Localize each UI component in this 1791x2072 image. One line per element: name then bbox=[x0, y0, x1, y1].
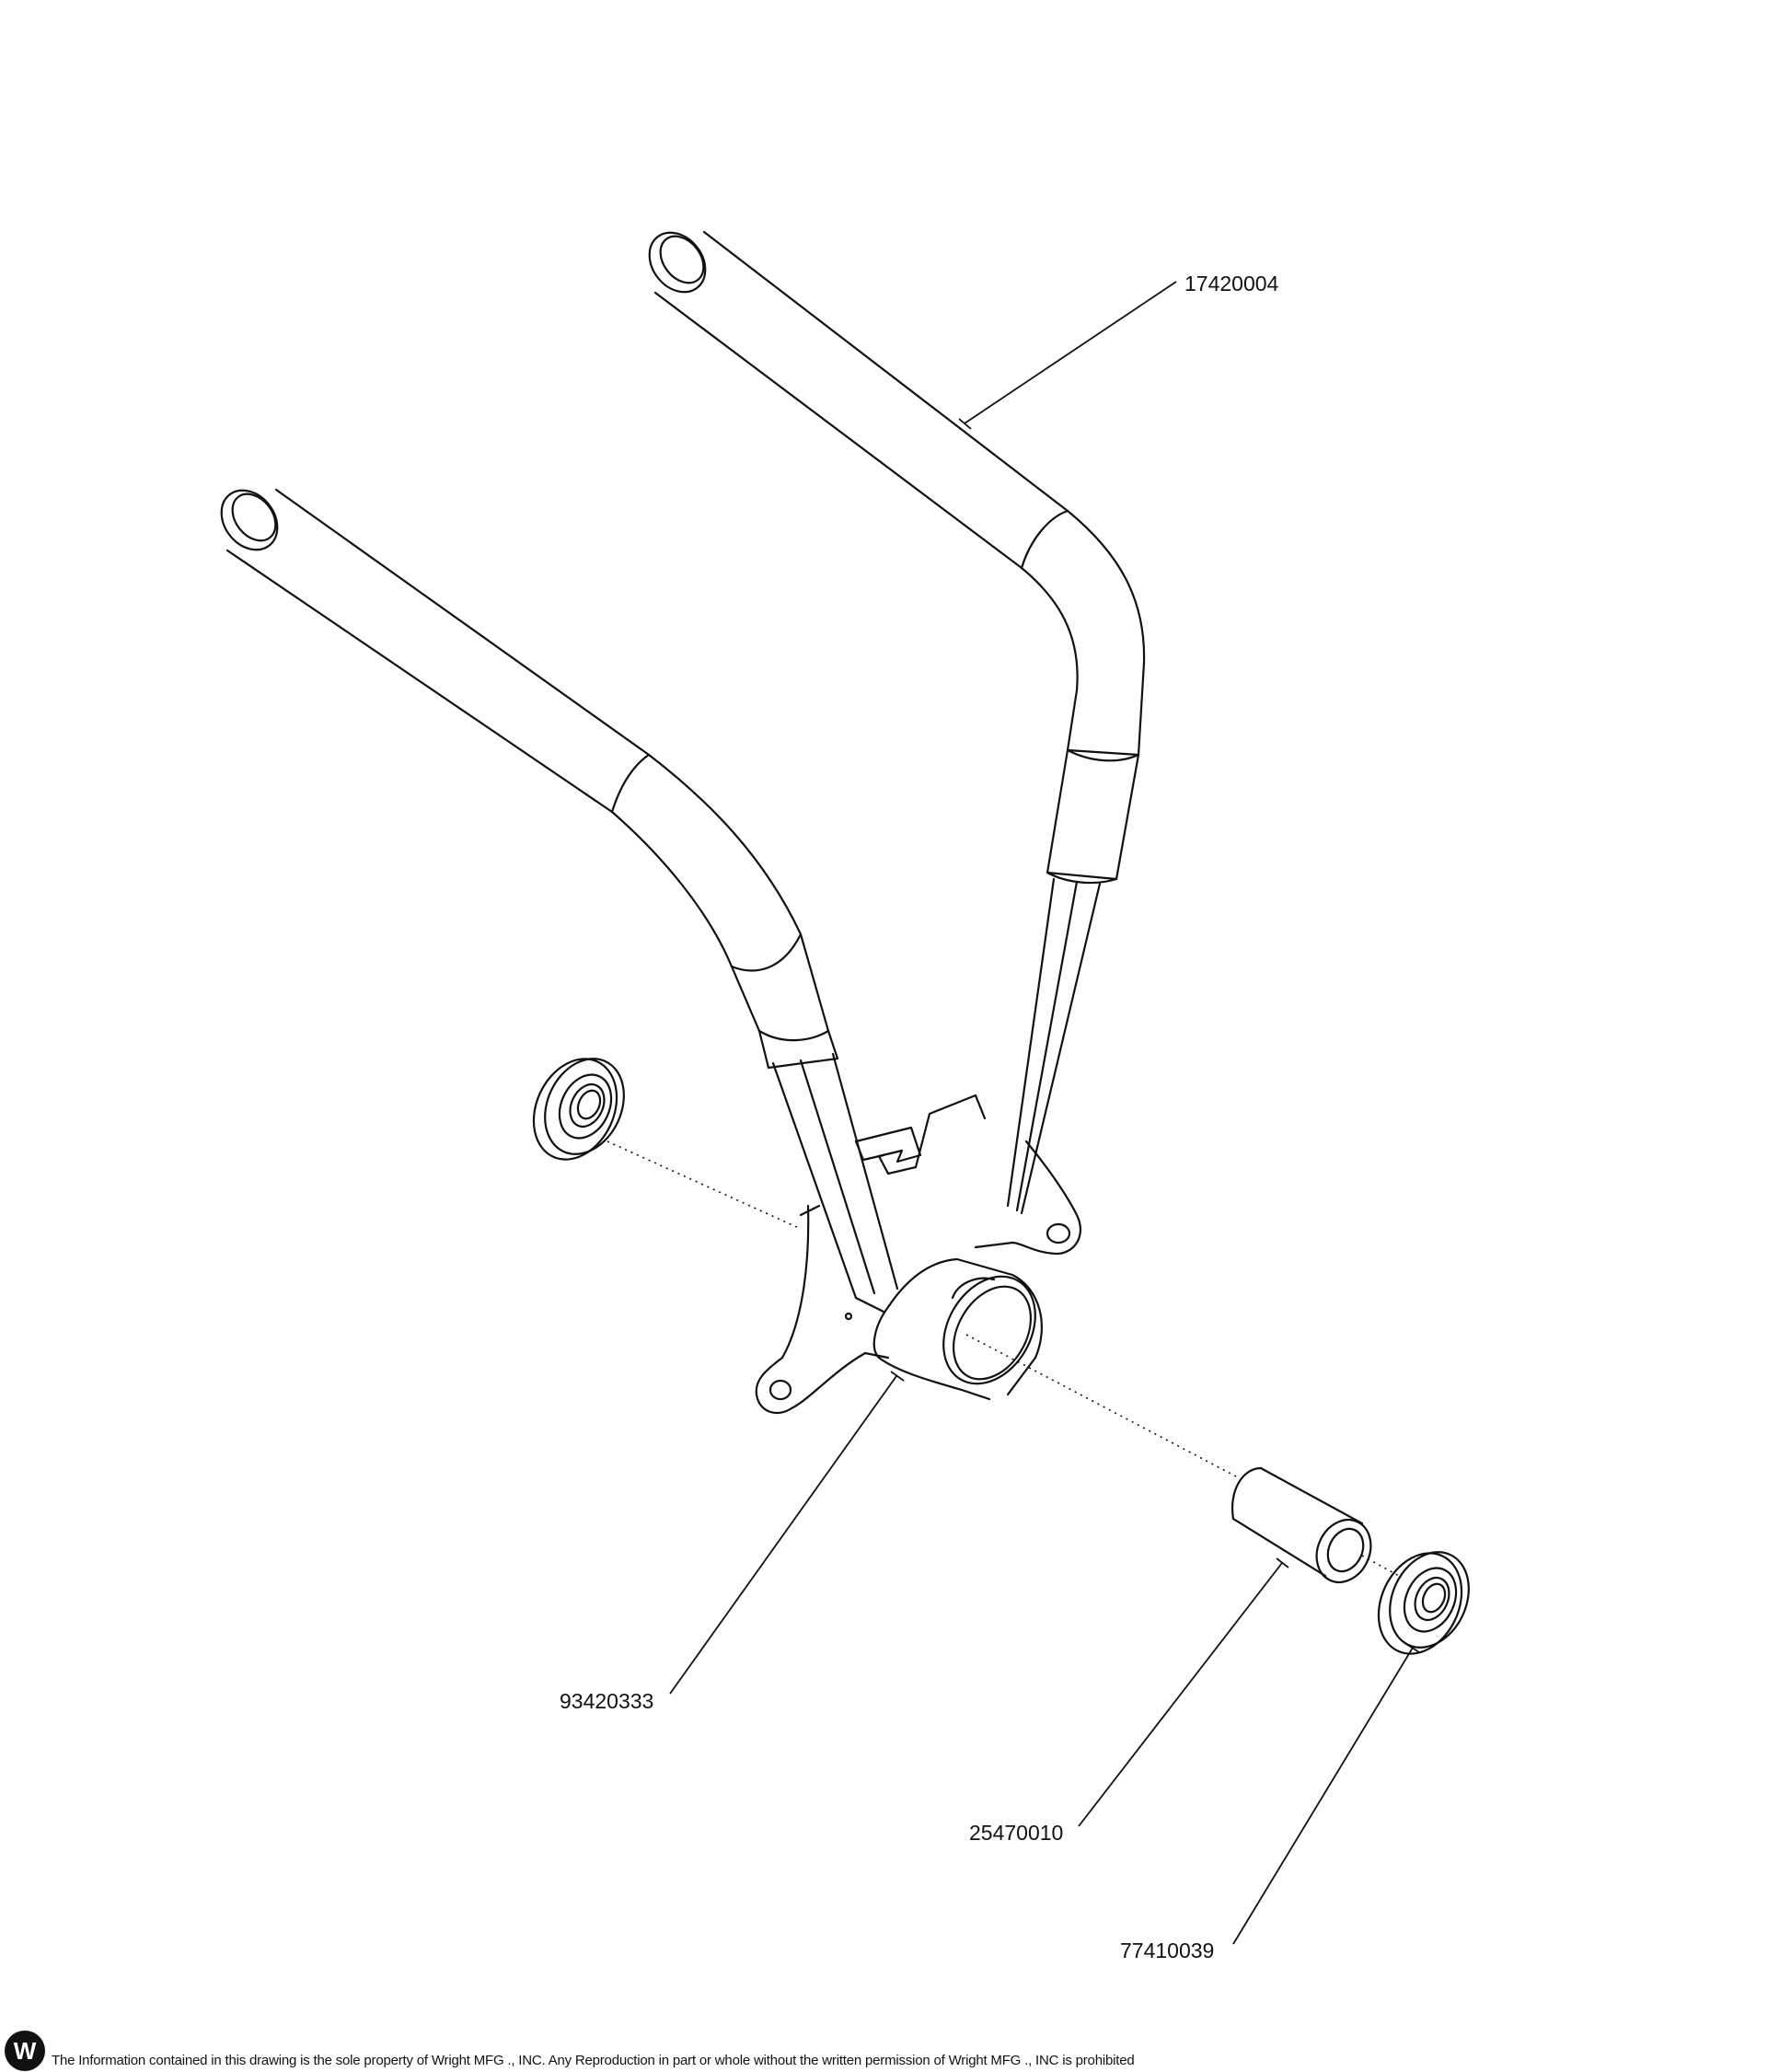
callout-bearing-part-number: 77410039 bbox=[1120, 1939, 1215, 1962]
left-grip-tube bbox=[225, 488, 651, 814]
right-grip-end-cap bbox=[648, 231, 707, 294]
assembly-axis bbox=[607, 1140, 1400, 1577]
wright-logo-icon: W bbox=[5, 2031, 45, 2071]
logo-letter: W bbox=[14, 2037, 37, 2065]
leader-spacer bbox=[1078, 1562, 1283, 1827]
right-handle-shaft bbox=[1006, 877, 1102, 1215]
callout-spacer-part-number: 25470010 bbox=[969, 1821, 1064, 1845]
left-handle-shaft bbox=[771, 1052, 899, 1300]
right-bearing bbox=[1377, 1551, 1470, 1655]
proprietary-notice: The Information contained in this drawin… bbox=[52, 2053, 1135, 2068]
leader-pivot-mount bbox=[669, 1375, 897, 1695]
leader-bearing bbox=[1232, 1647, 1414, 1945]
pivot-mount bbox=[755, 1094, 1081, 1415]
right-grip-tube bbox=[653, 230, 1069, 570]
callout-pivot-mount-part-number: 93420333 bbox=[560, 1689, 654, 1713]
handle-assembly bbox=[220, 230, 1146, 1300]
spacer-tube bbox=[1231, 1466, 1372, 1583]
pivot-hub bbox=[872, 1257, 1043, 1401]
callout-handle-part-number: 17420004 bbox=[1184, 272, 1279, 295]
left-grip-end-cap bbox=[220, 489, 279, 551]
leader-handle bbox=[964, 281, 1177, 424]
left-bearing bbox=[532, 1058, 625, 1161]
